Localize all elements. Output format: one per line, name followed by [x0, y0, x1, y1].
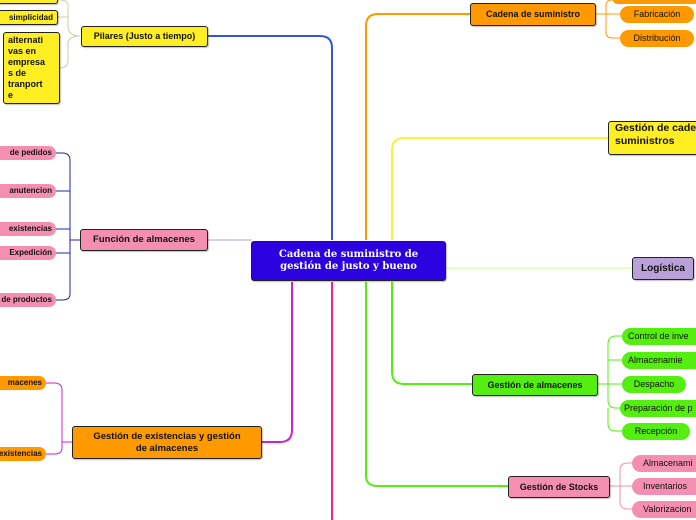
- gestion-existencias-child-almacenes[interactable]: macenes: [0, 376, 46, 390]
- funcion-child-manutencion-label: anutencion: [9, 186, 52, 196]
- funcion-child-manutencion[interactable]: anutencion: [0, 184, 56, 198]
- funcion-child-existencias-label: existencias: [8, 224, 52, 234]
- line-to-pilares: [208, 35, 333, 240]
- line-to-almacenes: [391, 282, 472, 385]
- alternativas-line4: s de: [8, 68, 27, 78]
- topic-logistica[interactable]: Logística: [632, 257, 694, 280]
- topic-gestion-stocks-label: Gestión de Stocks: [519, 481, 599, 492]
- subtopic-top-cut[interactable]: [0, 0, 58, 4]
- alternativas-line3: empresa: [8, 57, 46, 67]
- topic-funcion-label: Función de almacenes: [93, 234, 195, 246]
- line-to-gestion-cadena: [391, 137, 608, 240]
- almacenes-child-preparacion-label: Preparación de p: [624, 403, 693, 414]
- topic-cadena-suministro[interactable]: Cadena de suministro: [470, 3, 596, 26]
- almacenes-child-control-label: Control de inve: [628, 331, 689, 342]
- cadena-child-fabricacion[interactable]: Fabricación: [620, 6, 694, 23]
- topic-gestion-almacenes[interactable]: Gestión de almacenes: [472, 374, 598, 396]
- almacenes-child-recepcion[interactable]: Recepción: [622, 423, 690, 440]
- topic-gestion-cadena[interactable]: Gestión de cade suministros: [608, 121, 696, 155]
- topic-gestion-stocks[interactable]: Gestión de Stocks: [508, 476, 610, 498]
- alternativas-line5: tranport: [8, 79, 43, 89]
- line-to-stocks: [365, 282, 508, 487]
- stocks-child-inventarios[interactable]: Inventarios: [632, 478, 696, 495]
- subtopic-alternativas[interactable]: alternati vas en empresa s de tranport e: [3, 32, 60, 104]
- cadena-child-fabricacion-label: Fabricación: [633, 9, 681, 20]
- line-to-gestion-existencias: [262, 282, 293, 443]
- almacenes-child-despacho-label: Despacho: [633, 379, 675, 390]
- cadena-child-distribucion[interactable]: Distribución: [620, 30, 694, 47]
- gestion-existencias-child-almacenes-label: macenes: [7, 378, 42, 388]
- alternativas-line1: alternati: [8, 35, 44, 45]
- gestion-existencias-child-existencias[interactable]: existencias: [0, 447, 46, 461]
- topic-pilares-label: Pilares (Justo a tiempo): [93, 31, 196, 42]
- gestion-existencias-line2: de almacenes: [135, 442, 199, 454]
- stocks-child-valorizacion-label: Valorizacion: [643, 504, 692, 515]
- topic-logistica-label: Logística: [641, 262, 685, 274]
- topic-pilares[interactable]: Pilares (Justo a tiempo): [81, 26, 208, 47]
- central-topic[interactable]: Cadena de suministro de gestión de justo…: [251, 241, 446, 281]
- central-topic-line1: Cadena de suministro de: [278, 249, 419, 260]
- funcion-child-pedidos[interactable]: de pedidos: [0, 146, 56, 160]
- gestion-cadena-line2: suministros: [615, 134, 675, 147]
- almacenes-child-almacenamiento-label: Almacenamie: [628, 355, 683, 366]
- cadena-child-top-cut[interactable]: [612, 0, 696, 4]
- stocks-child-almacenamiento-label: Almacenami: [643, 458, 693, 469]
- topic-gestion-existencias[interactable]: Gestión de existencias y gestión de alma…: [72, 426, 262, 459]
- funcion-child-pedidos-label: de pedidos: [9, 148, 52, 158]
- topic-funcion-almacenes[interactable]: Función de almacenes: [80, 229, 208, 251]
- central-topic-line2: gestión de justo y bueno: [280, 261, 417, 272]
- almacenes-child-preparacion[interactable]: Preparación de p: [620, 400, 696, 417]
- subtopic-simplicidad[interactable]: simplicidad: [0, 10, 58, 25]
- stocks-child-valorizacion[interactable]: Valorizacion: [632, 501, 696, 518]
- alternativas-line2: vas en: [8, 46, 37, 56]
- topic-gestion-almacenes-label: Gestión de almacenes: [487, 379, 583, 390]
- funcion-child-productos-label: de productos: [1, 295, 52, 305]
- almacenes-child-almacenamiento[interactable]: Almacenamie: [622, 352, 696, 369]
- almacenes-child-recepcion-label: Recepción: [634, 426, 678, 437]
- funcion-child-expedicion[interactable]: Expedición: [0, 246, 56, 260]
- topic-cadena-label: Cadena de suministro: [485, 9, 581, 20]
- funcion-child-productos[interactable]: de productos: [0, 293, 56, 307]
- gestion-existencias-line1: Gestión de existencias y gestión: [93, 431, 241, 443]
- almacenes-child-control[interactable]: Control de inve: [622, 328, 696, 345]
- almacenes-child-despacho[interactable]: Despacho: [622, 376, 686, 393]
- funcion-child-existencias[interactable]: existencias: [0, 222, 56, 236]
- gestion-cadena-line1: Gestión de cade: [615, 122, 696, 134]
- funcion-child-expedicion-label: Expedición: [9, 248, 52, 258]
- line-to-cadena: [365, 13, 470, 240]
- gestion-existencias-child-existencias-label: existencias: [0, 449, 42, 459]
- alternativas-line6: e: [8, 90, 14, 100]
- cadena-child-distribucion-label: Distribución: [633, 33, 681, 44]
- stocks-child-inventarios-label: Inventarios: [643, 481, 688, 492]
- stocks-child-almacenamiento[interactable]: Almacenami: [632, 455, 696, 472]
- subtopic-simplicidad-label: simplicidad: [8, 12, 53, 22]
